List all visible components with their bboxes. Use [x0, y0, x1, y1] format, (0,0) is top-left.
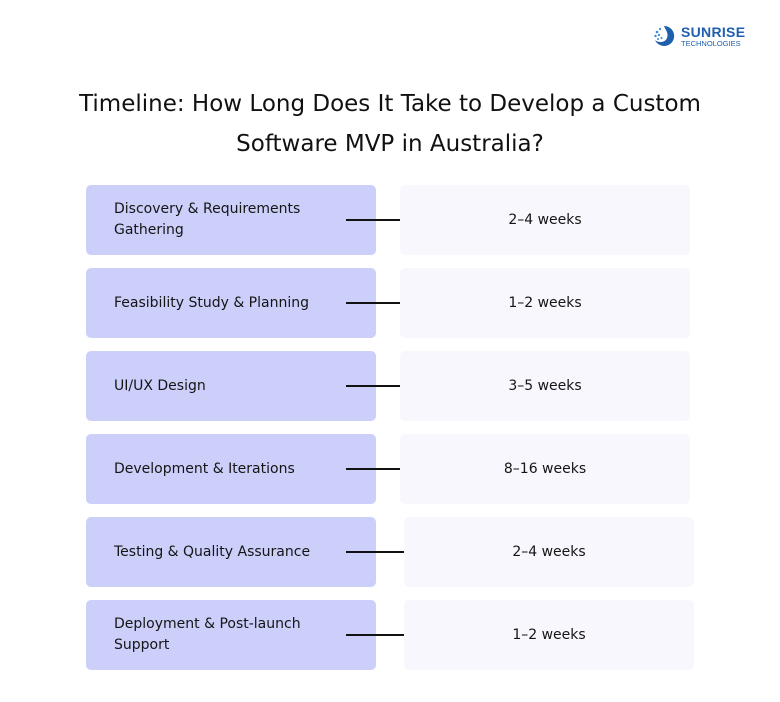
duration-label: 3–5 weeks	[508, 378, 582, 394]
duration-box: 1–2 weeks	[404, 600, 694, 670]
logo-name: SUNRISE	[681, 23, 746, 40]
duration-box: 3–5 weeks	[400, 351, 690, 421]
phase-box: Deployment & Post-launch Support	[86, 600, 376, 670]
title-line-2: Software MVP in Australia?	[236, 131, 544, 157]
timeline-row: Discovery & Requirements Gathering 2–4 w…	[0, 185, 780, 257]
duration-box: 1–2 weeks	[400, 268, 690, 338]
phase-label: Feasibility Study & Planning	[114, 294, 309, 311]
page-title: Timeline: How Long Does It Take to Devel…	[0, 84, 780, 164]
duration-label: 2–4 weeks	[512, 544, 586, 560]
phase-box: Development & Iterations	[86, 434, 376, 504]
phase-box: Feasibility Study & Planning	[86, 268, 376, 338]
timeline-row: Feasibility Study & Planning 1–2 weeks	[0, 268, 780, 340]
timeline-row: Testing & Quality Assurance 2–4 weeks	[0, 517, 780, 589]
duration-box: 2–4 weeks	[400, 185, 690, 255]
logo-subtitle: TECHNOLOGIES	[681, 38, 741, 48]
duration-label: 8–16 weeks	[503, 461, 587, 477]
duration-label: 1–2 weeks	[512, 627, 586, 643]
duration-box: 8–16 weeks	[400, 434, 690, 504]
phase-label: UI/UX Design	[114, 377, 206, 394]
phase-label: Testing & Quality Assurance	[114, 543, 311, 560]
phase-label: Discovery & Requirements Gathering	[114, 201, 301, 238]
sunrise-logo-icon	[654, 25, 675, 46]
duration-box: 2–4 weeks	[404, 517, 694, 587]
phase-label: Development & Iterations	[114, 460, 295, 477]
duration-label: 1–2 weeks	[508, 295, 582, 311]
title-line-1: Timeline: How Long Does It Take to Devel…	[79, 91, 701, 117]
phase-box: UI/UX Design	[86, 351, 376, 421]
phase-box: Testing & Quality Assurance	[86, 517, 376, 587]
timeline-row: Deployment & Post-launch Support 1–2 wee…	[0, 600, 780, 672]
company-logo: SUNRISE TECHNOLOGIES	[652, 24, 745, 48]
timeline-row: Development & Iterations 8–16 weeks	[0, 434, 780, 506]
duration-label: 2–4 weeks	[508, 212, 582, 228]
timeline-row: UI/UX Design 3–5 weeks	[0, 351, 780, 423]
phase-box: Discovery & Requirements Gathering	[86, 185, 376, 255]
phase-label: Deployment & Post-launch Support	[114, 616, 301, 653]
